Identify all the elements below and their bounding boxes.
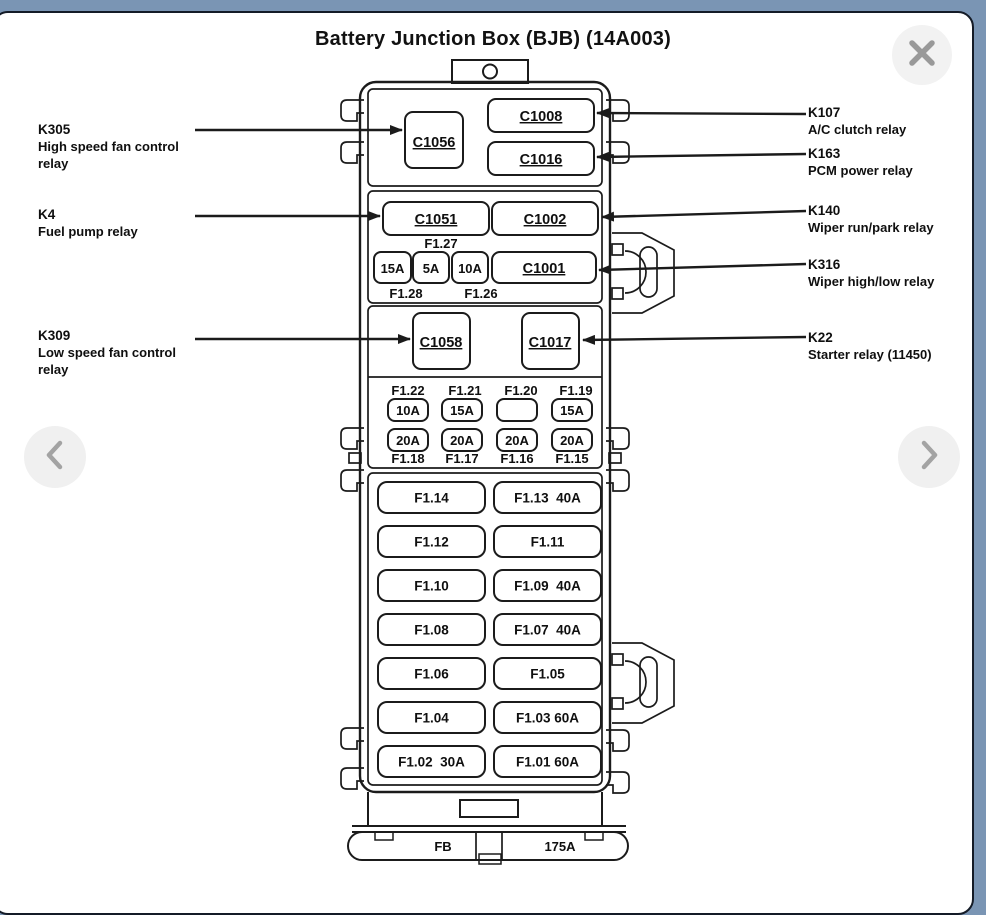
- close-icon: [905, 36, 939, 75]
- diagram-title: Battery Junction Box (BJB) (14A003): [315, 28, 671, 50]
- chevron-right-icon: [917, 439, 941, 476]
- image-viewer-modal: [0, 11, 974, 915]
- prev-image-button[interactable]: [24, 426, 86, 488]
- next-image-button[interactable]: [898, 426, 960, 488]
- chevron-left-icon: [43, 439, 67, 476]
- close-button[interactable]: [892, 25, 952, 85]
